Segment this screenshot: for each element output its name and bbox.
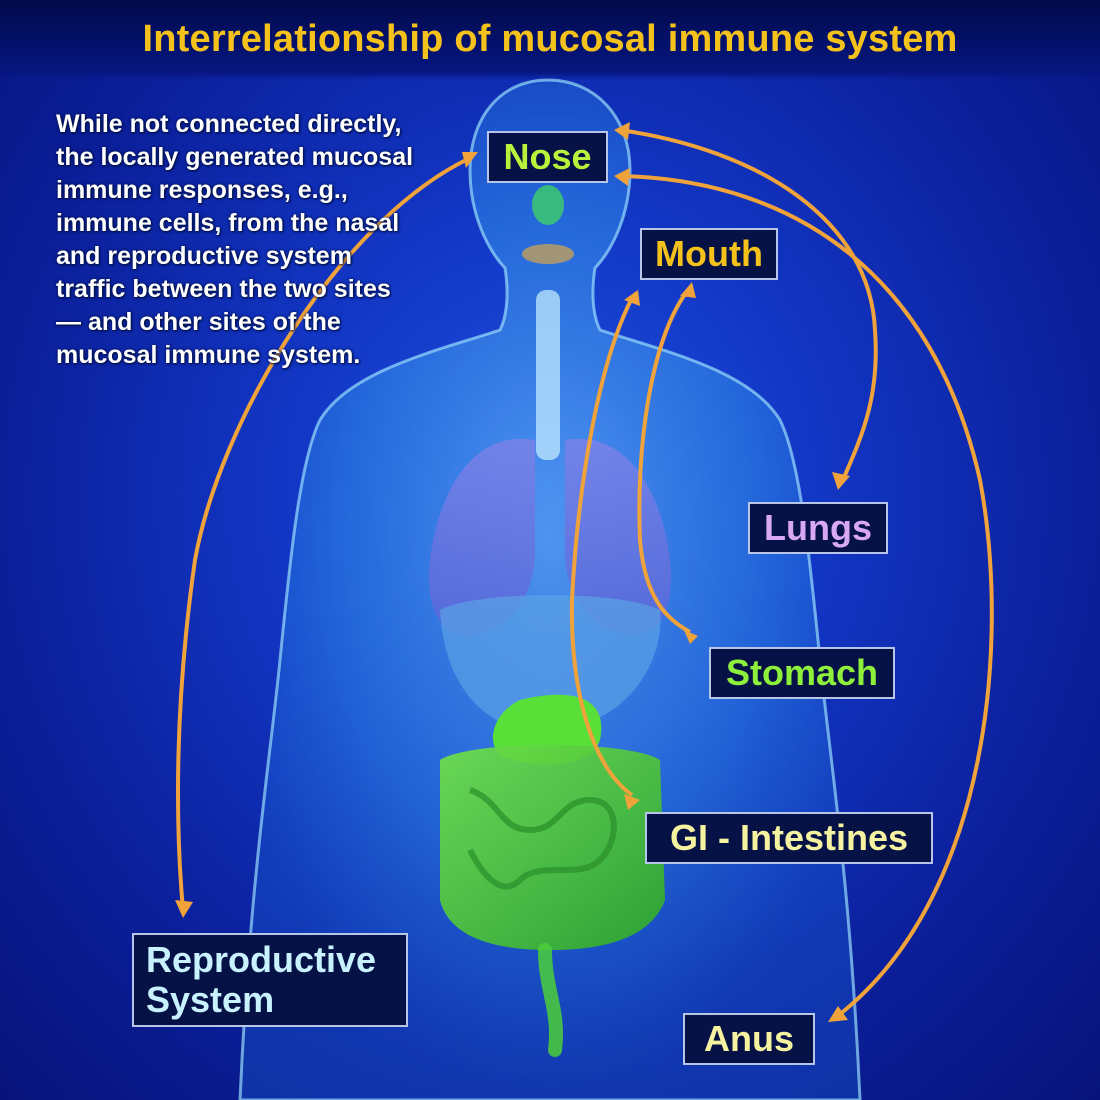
description-text: While not connected directly, the locall…: [56, 110, 414, 369]
label-nose-text: Nose: [503, 136, 592, 177]
arrow-nose-reproductive: [176, 156, 471, 911]
right-lung: [565, 438, 671, 635]
label-mouth-text: Mouth: [655, 233, 763, 274]
arrow-nose-lungs: [619, 128, 878, 483]
diagram-title: Interrelationship of mucosal immune syst…: [142, 18, 958, 60]
arrow-nose-anus: [619, 174, 994, 1020]
label-reproductive: Reproductive System: [132, 933, 408, 1027]
arrowheads: [175, 122, 850, 1022]
mouth-highlight: [522, 244, 574, 264]
label-intestines: GI - Intestines: [645, 812, 933, 864]
label-nose: Nose: [487, 131, 608, 183]
label-reproductive-line1: Reproductive: [146, 939, 377, 980]
label-lungs-text: Lungs: [764, 507, 872, 548]
label-mouth: Mouth: [640, 228, 778, 280]
label-stomach: Stomach: [709, 647, 895, 699]
label-anus: Anus: [683, 1013, 815, 1065]
title-bar: [0, 0, 1100, 80]
label-stomach-text: Stomach: [725, 652, 879, 693]
label-reproductive-line2: System: [146, 979, 275, 1020]
label-lungs: Lungs: [748, 502, 888, 554]
left-lung: [429, 438, 535, 635]
arrow-mouth-stomach: [637, 288, 691, 634]
liver: [440, 595, 661, 732]
rectum: [538, 943, 563, 1057]
label-intestines-text: GI - Intestines: [669, 817, 909, 858]
arrows: [176, 128, 994, 1020]
arrow-mouth-intestines: [569, 297, 634, 797]
intestines-organ: [440, 745, 665, 950]
label-anus-text: Anus: [704, 1018, 794, 1059]
nose-highlight: [532, 185, 564, 225]
trachea: [536, 290, 560, 460]
